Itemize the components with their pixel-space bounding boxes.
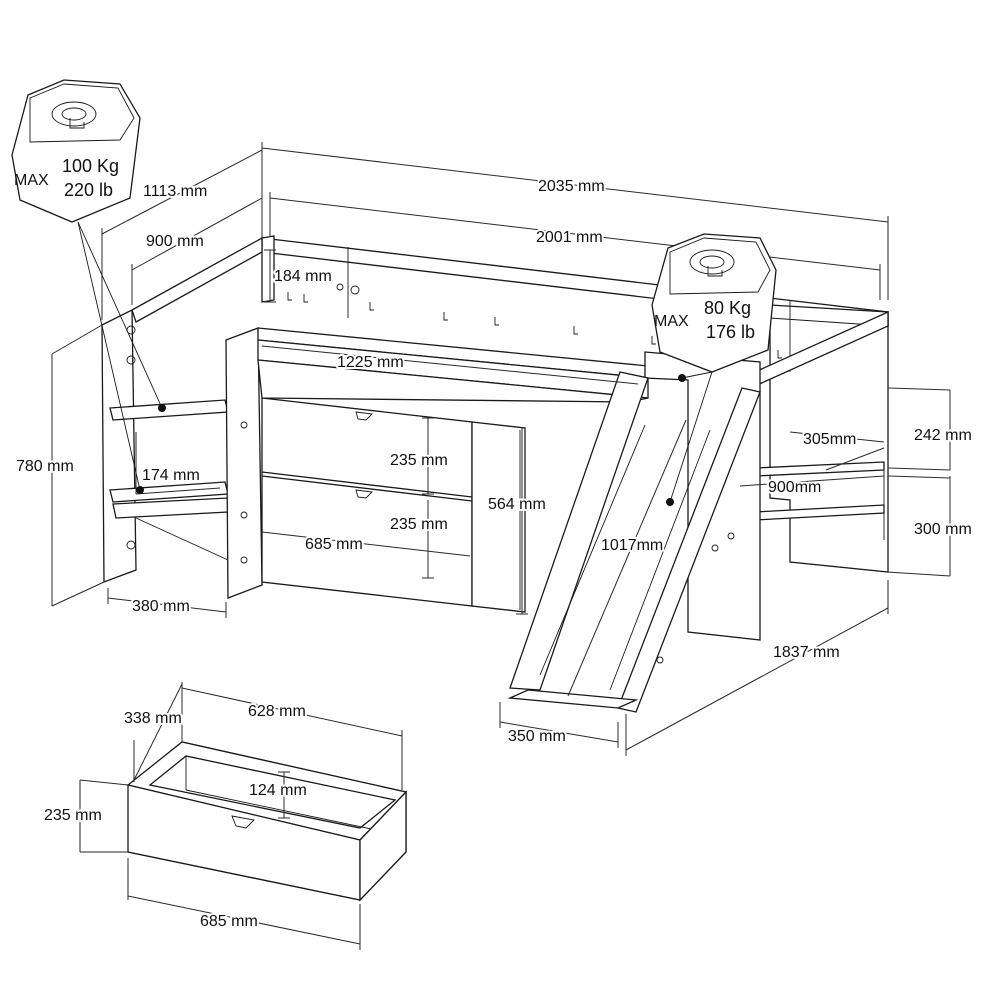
weight-lb-label: 220 lb (64, 180, 113, 200)
label-left-leg-depth: 380 mm (132, 598, 190, 615)
label-drawer-height: 235 mm (44, 807, 102, 824)
label-drawer-height-top: 235 mm (390, 452, 448, 469)
label-slide-length: 1017mm (601, 537, 663, 554)
label-drawer-front-width: 685 mm (200, 913, 258, 930)
weight-kg-label: 100 Kg (62, 156, 119, 176)
label-cabinet-height: 564 mm (488, 496, 546, 513)
label-overall-height: 780 mm (16, 458, 74, 475)
weight-lb-label: 176 lb (706, 322, 755, 342)
label-drawer-inner-height: 124 mm (249, 782, 307, 799)
bed-frame (101, 235, 889, 713)
label-inner-width-left: 900 mm (146, 233, 204, 250)
label-drawer-width-front: 685 mm (305, 536, 363, 553)
label-slide-footprint: 1837 mm (773, 644, 840, 661)
label-right-upper-height: 242 mm (914, 427, 972, 444)
drawer-detail-drawing (126, 741, 408, 902)
weight-limit-left: MAX 100 Kg 220 lb (11, 79, 166, 494)
label-desk-top-width: 1225 mm (337, 354, 404, 371)
dimension-labels: 2035 mm 2001 mm 1113 mm 900 mm 184 mm 12… (14, 176, 974, 932)
label-slide-width: 350 mm (508, 728, 566, 745)
dimension-lines (51, 142, 951, 950)
label-right-lower-height: 300 mm (914, 521, 972, 538)
label-drawer-height-bottom: 235 mm (390, 516, 448, 533)
label-right-shelf-width: 900mm (768, 479, 821, 496)
weight-max-label: MAX (654, 313, 689, 330)
weight-icon (51, 101, 97, 129)
label-inner-length: 2001 mm (536, 229, 603, 246)
label-shelf-spacing: 174 mm (142, 467, 200, 484)
weight-limit-right: MAX 80 Kg 176 lb (651, 233, 777, 506)
label-total-length: 2035 mm (538, 178, 605, 195)
weight-icon (689, 249, 735, 277)
label-drawer-length: 628 mm (248, 703, 306, 720)
label-drawer-depth: 338 mm (124, 710, 182, 727)
label-total-depth: 1113 mm (143, 183, 207, 200)
label-back-panel-height: 184 mm (274, 268, 332, 285)
weight-kg-label: 80 Kg (704, 298, 751, 318)
weight-max-label: MAX (14, 172, 49, 189)
label-right-shelf-depth: 305mm (803, 431, 856, 448)
